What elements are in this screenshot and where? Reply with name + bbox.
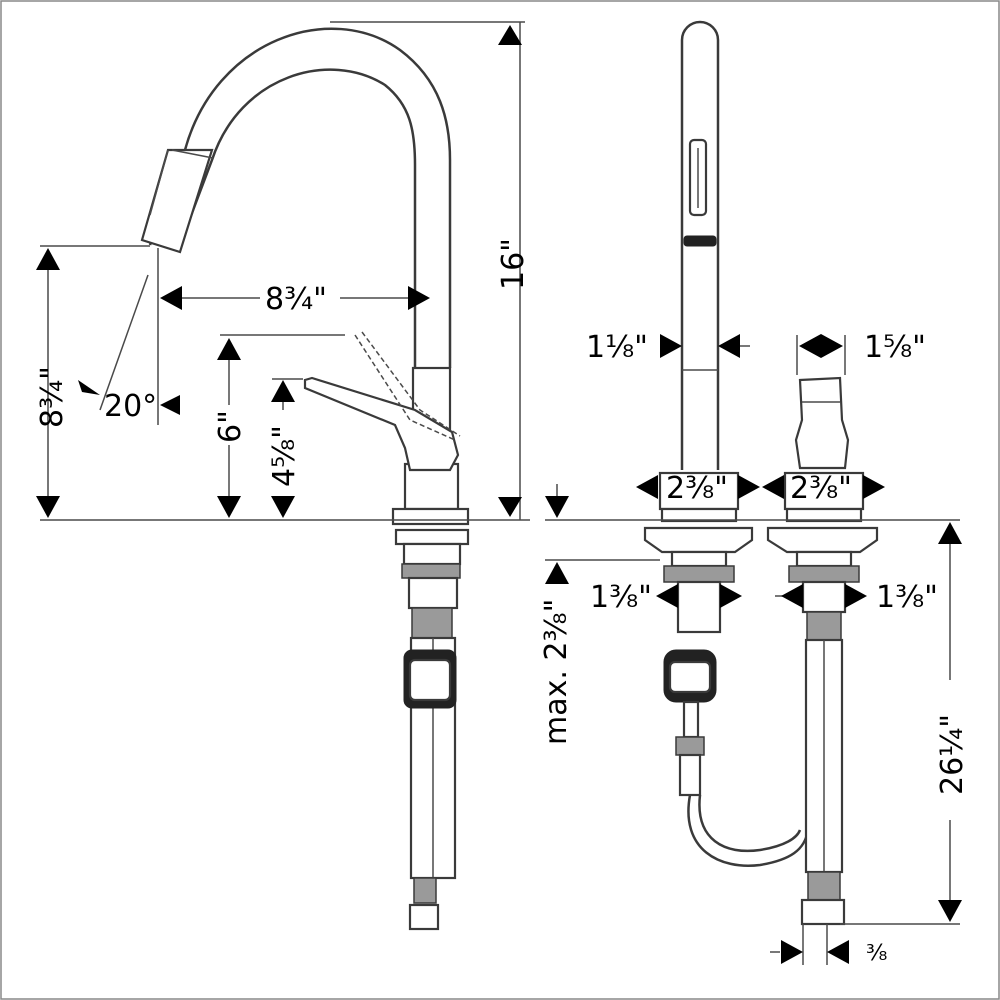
label-spout-height: 16" [496,238,531,290]
spout-front [680,20,720,470]
spout-inner [176,68,417,368]
handle-front [794,376,850,470]
spout-outer [148,27,452,368]
hose-fitting [408,903,440,931]
label-shank-left: 1³⁄₈" [590,580,652,615]
supply-fitting [800,898,846,926]
spray-head [140,148,214,254]
lever-handle [303,376,460,472]
label-outlet-height: 4⁵⁄₈" [267,425,302,487]
handle-open-position [354,331,461,441]
label-supply-length: 26¹⁄₄" [935,714,970,795]
label-base-left: 2³⁄₈" [666,471,728,506]
label-handle-height: 6" [213,410,248,443]
left-dimensions [36,21,530,521]
base-nut-right [788,565,860,583]
pull-out-hose [687,794,810,867]
base-nut-left [663,565,735,583]
label-shank-right: 1³⁄₈" [876,580,938,615]
right-dimensions [545,334,962,965]
label-max-deck: max. 2³⁄₈" [539,599,574,745]
label-base-right: 2³⁄₈" [790,471,852,506]
label-spout-width: 1¹⁄₈" [586,330,648,365]
spray-face [683,235,717,247]
label-spray-angle: 20° [104,389,157,424]
arrow-up [498,25,522,45]
arrow-down [498,497,522,517]
label-spout-reach: 8³⁄₄" [265,282,327,317]
mounting-nut [401,563,461,579]
faucet-side-view [140,27,470,931]
label-spray-height: 8³⁄₄" [35,366,70,428]
faucet-front-view [643,20,879,926]
label-connection: ³⁄₈ [866,941,887,966]
label-handle-width: 1⁵⁄₈" [864,330,926,365]
deck-plate [391,507,470,526]
